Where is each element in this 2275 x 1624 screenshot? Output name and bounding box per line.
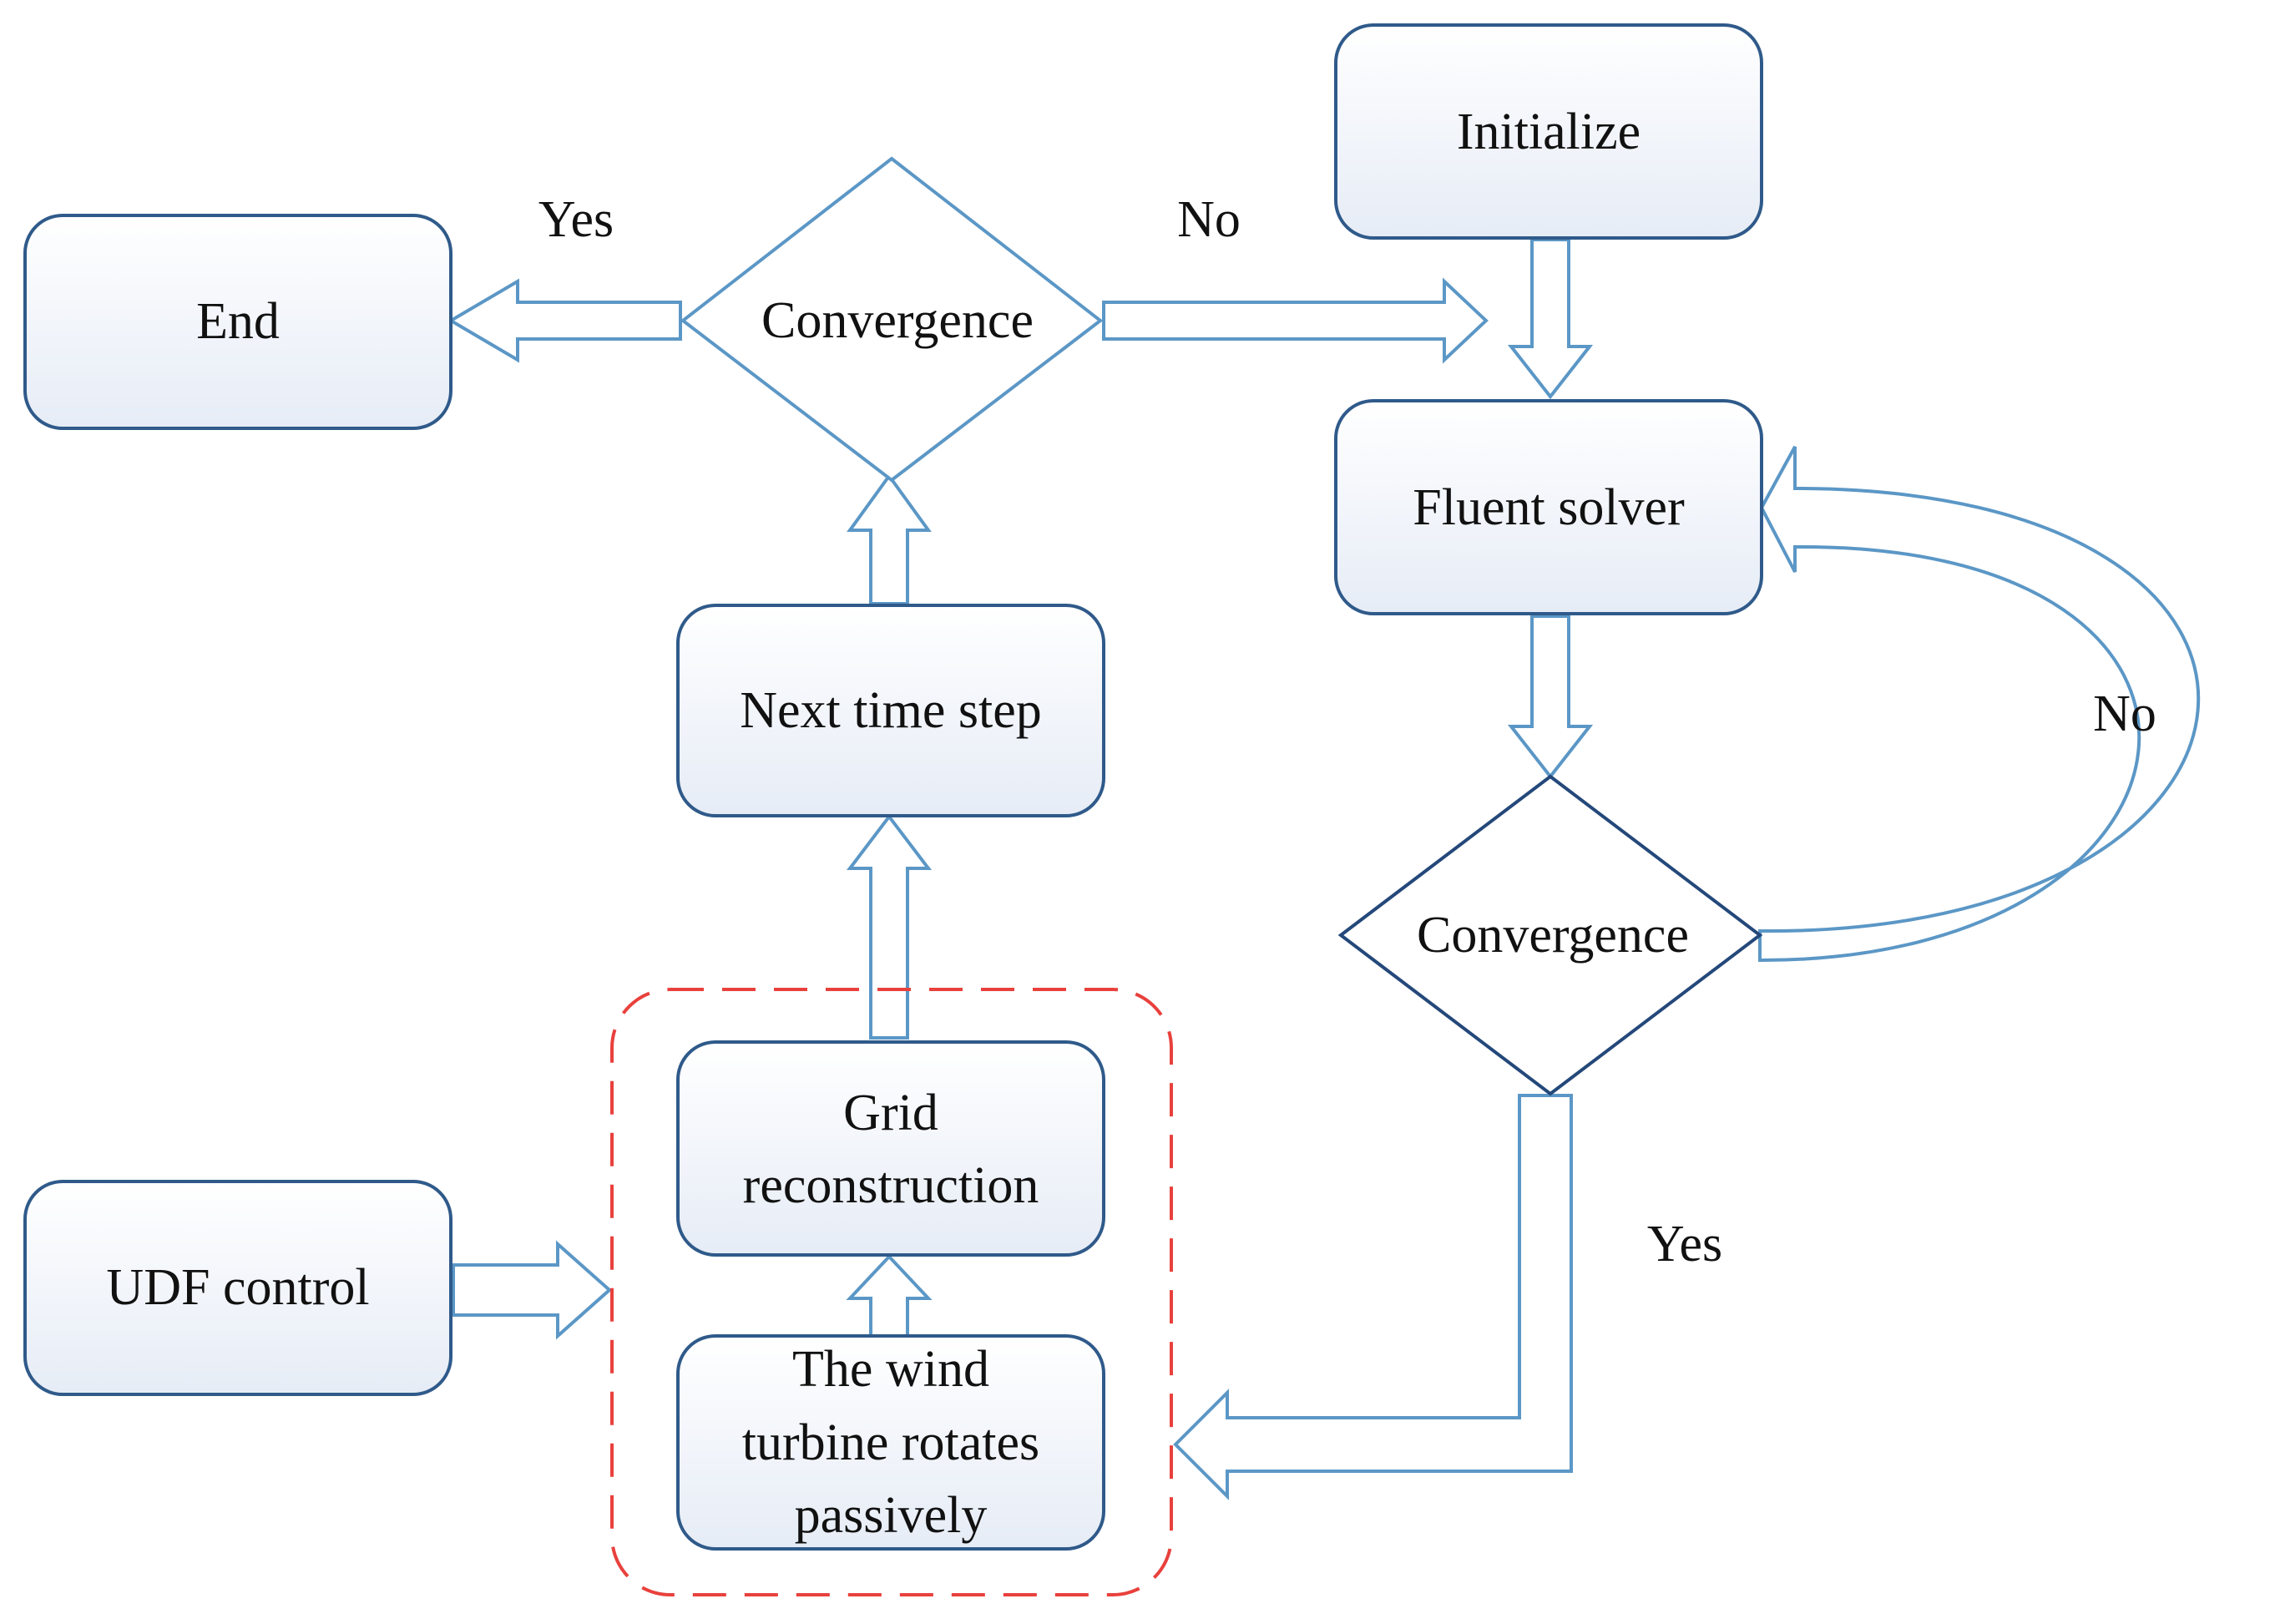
arrow-convergence-to-end xyxy=(447,278,682,363)
arrow-udf-to-group xyxy=(452,1240,613,1340)
grid-reconstruction-box xyxy=(676,1040,1105,1257)
convergence-right-label: Convergence xyxy=(1417,907,1689,964)
next-time-step-label: Next time step xyxy=(740,682,1042,739)
udf-control-box xyxy=(23,1180,452,1396)
turbine-rotates-label-line3: passively xyxy=(795,1487,988,1544)
initialize-box xyxy=(1334,23,1763,240)
grid-reconstruction-label-line2: reconstruction xyxy=(743,1157,1039,1214)
arrow-grid-to-nexttimestep xyxy=(846,813,933,1040)
udf-control-label: UDF control xyxy=(106,1259,369,1316)
arrow-nexttimestep-to-convergence xyxy=(847,473,932,605)
fluent-solver-box xyxy=(1334,399,1763,615)
edge-label-loop-no: No xyxy=(2093,686,2156,742)
edge-label-top-yes: Yes xyxy=(538,191,614,248)
grid-reconstruction-label-line1: Grid xyxy=(843,1085,938,1141)
convergence-top-diamond xyxy=(680,156,1104,483)
arrow-initialize-to-solver xyxy=(1507,238,1594,400)
initialize-label: Initialize xyxy=(1457,104,1641,160)
next-time-step-box xyxy=(676,604,1105,817)
arrow-turbine-to-grid xyxy=(846,1254,933,1338)
arrow-solver-to-convergence xyxy=(1507,615,1594,780)
convergence-right-diamond xyxy=(1337,774,1763,1096)
turbine-rotates-label-line2: turbine rotates xyxy=(742,1414,1039,1471)
end-label: End xyxy=(196,293,280,350)
convergence-top-label: Convergence xyxy=(761,292,1034,349)
edge-label-bottom-yes: Yes xyxy=(1647,1216,1722,1272)
arrow-convergence-loop-to-solver xyxy=(1758,446,2201,962)
udf-controlled-group xyxy=(610,988,1173,1596)
arrow-convergence-to-solver xyxy=(1102,277,1489,364)
arrow-convergence-to-turbine xyxy=(1173,1094,1573,1500)
turbine-rotates-box xyxy=(676,1334,1105,1551)
fluent-solver-label: Fluent solver xyxy=(1413,479,1685,536)
end-box xyxy=(23,214,452,430)
edge-label-top-no: No xyxy=(1177,191,1241,248)
turbine-rotates-label-line1: The wind xyxy=(792,1341,989,1398)
